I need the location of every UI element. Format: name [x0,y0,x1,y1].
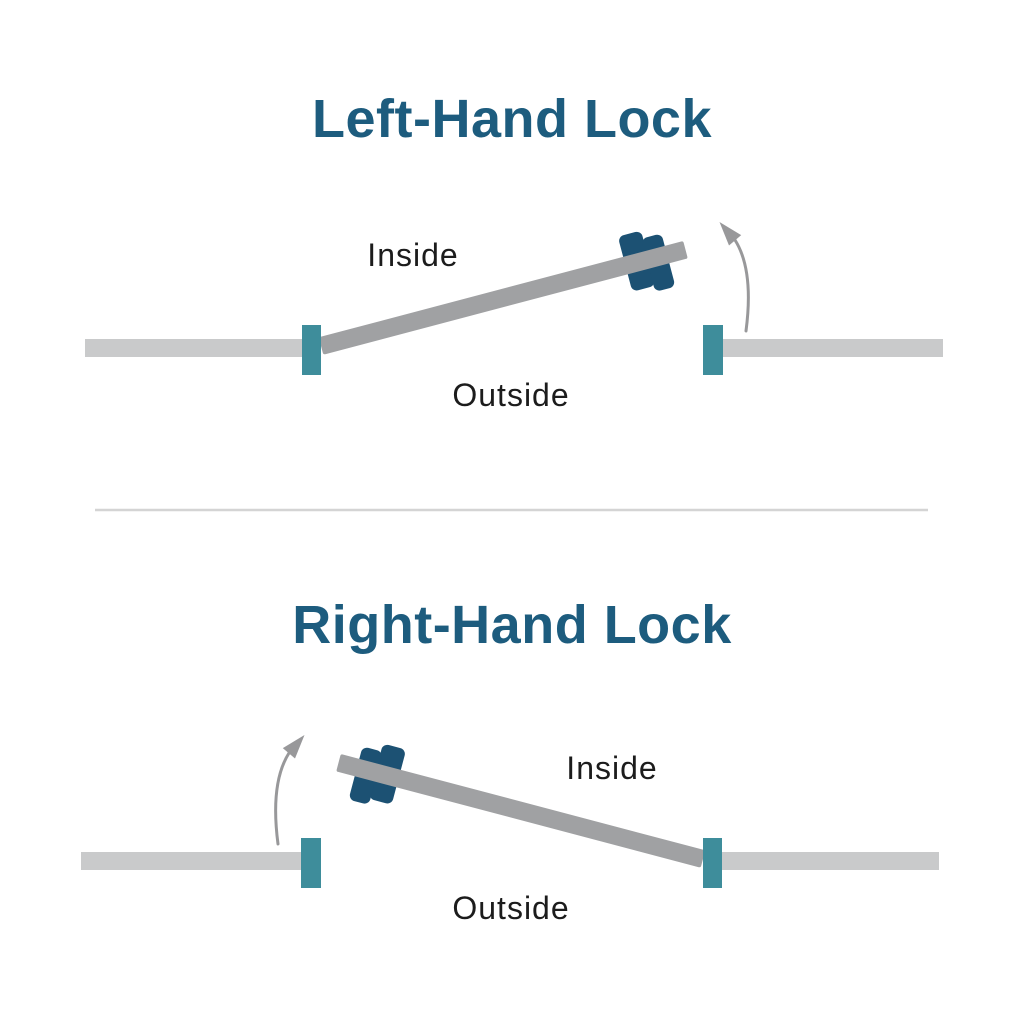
swing-arrow-curve [274,751,291,846]
door-jamb-hinge [703,838,722,888]
right-hand-lock-diagram [81,735,939,888]
wall-right-segment [723,339,943,357]
wall-left-segment [85,339,302,357]
left-hand-lock-diagram [85,222,943,375]
swing-arrow-curve [733,238,750,333]
wall-left-segment [81,852,301,870]
door-bar [336,754,705,868]
swing-arrow-head-icon [719,222,742,246]
outside-label-bottom: Outside [452,890,569,926]
right-hand-lock-title: Right-Hand Lock [292,595,732,655]
door-bar [319,241,688,355]
swing-arrow-head-icon [282,735,305,759]
door-jamb-strike [703,325,723,375]
inside-label-bottom: Inside [566,750,657,786]
left-hand-lock-title: Left-Hand Lock [312,89,712,149]
wall-right-segment [722,852,939,870]
door-jamb-hinge [302,325,321,375]
inside-label-top: Inside [367,237,458,273]
door-jamb-strike [301,838,321,888]
outside-label-top: Outside [452,377,569,413]
